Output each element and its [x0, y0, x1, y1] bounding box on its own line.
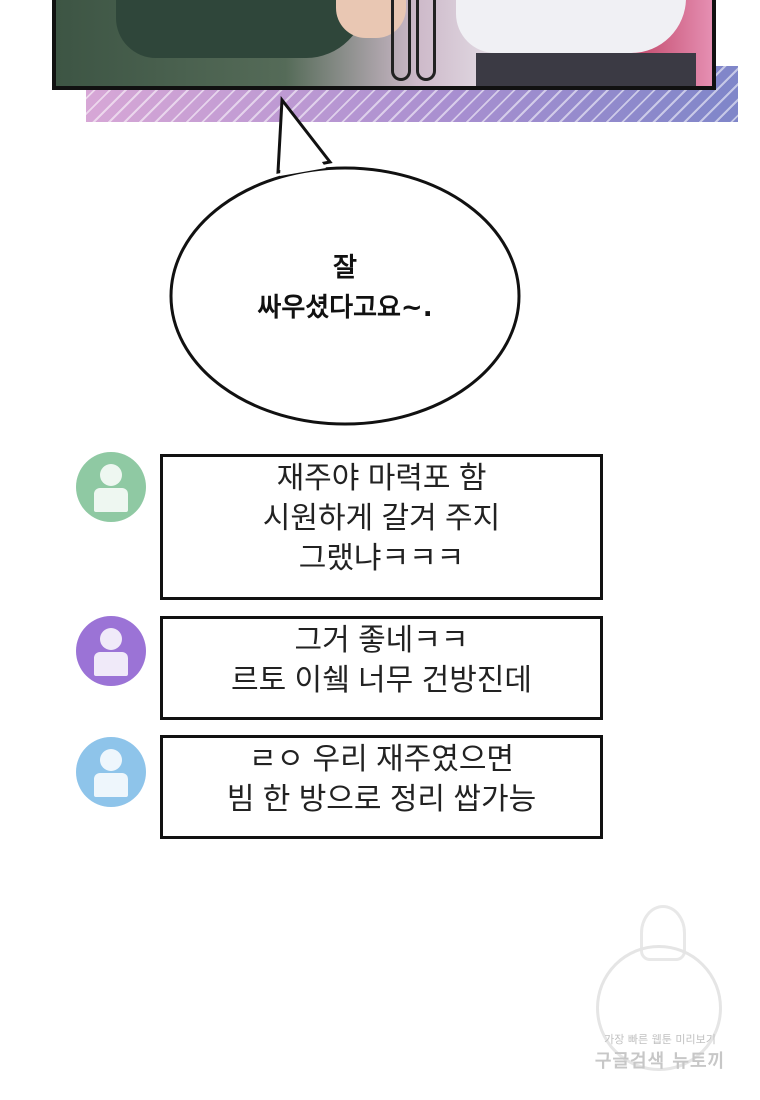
avatar-head-icon [100, 749, 122, 771]
speech-bubble [169, 96, 521, 426]
comment-line: 시원하게 갈겨 주지 [262, 502, 501, 535]
character-clothing-dark [476, 53, 696, 86]
avatar [76, 737, 146, 807]
avatar-head-icon [100, 464, 122, 486]
character-cloth [456, 0, 686, 53]
comment-box: ㄹㅇ 우리 재주였으면 빔 한 방으로 정리 쌉가능 [160, 735, 603, 839]
comment-box: 그거 좋네ㅋㅋ 르토 이쉨 너무 건방진데 [160, 616, 603, 720]
character-arm [116, 0, 366, 58]
strap [416, 0, 436, 81]
strap [391, 0, 411, 81]
comment-box: 재주야 마력포 함 시원하게 갈겨 주지 그랬냐ㅋㅋㅋ [160, 454, 603, 600]
speech-line: 싸우셨다고요~. [257, 293, 433, 323]
comment-line: 르토 이쉨 너무 건방진데 [230, 664, 532, 697]
comic-panel-illustration [52, 0, 716, 90]
watermark-tagline: 가장 빠른 웹툰 미리보기 [604, 1033, 716, 1046]
avatar [76, 616, 146, 686]
avatar [76, 452, 146, 522]
comment-line: 그랬냐ㅋㅋㅋ [298, 542, 465, 575]
avatar-body-icon [94, 652, 128, 676]
comment-line: ㄹㅇ 우리 재주였으면 [248, 743, 515, 776]
speech-line: 잘 [333, 253, 357, 283]
watermark-title: 구글검색 뉴토끼 [594, 1051, 726, 1072]
avatar-body-icon [94, 773, 128, 797]
watermark-circle-icon [596, 945, 722, 1071]
comment-line: 재주야 마력포 함 [276, 462, 487, 495]
speech-bubble-text: 잘 싸우셨다고요~. [200, 248, 490, 328]
watermark: 가장 빠른 웹툰 미리보기 구글검색 뉴토끼 [580, 905, 740, 1075]
avatar-head-icon [100, 628, 122, 650]
comment-line: 그거 좋네ㅋㅋ [294, 624, 469, 657]
comment-line: 빔 한 방으로 정리 쌉가능 [226, 783, 537, 816]
avatar-body-icon [94, 488, 128, 512]
